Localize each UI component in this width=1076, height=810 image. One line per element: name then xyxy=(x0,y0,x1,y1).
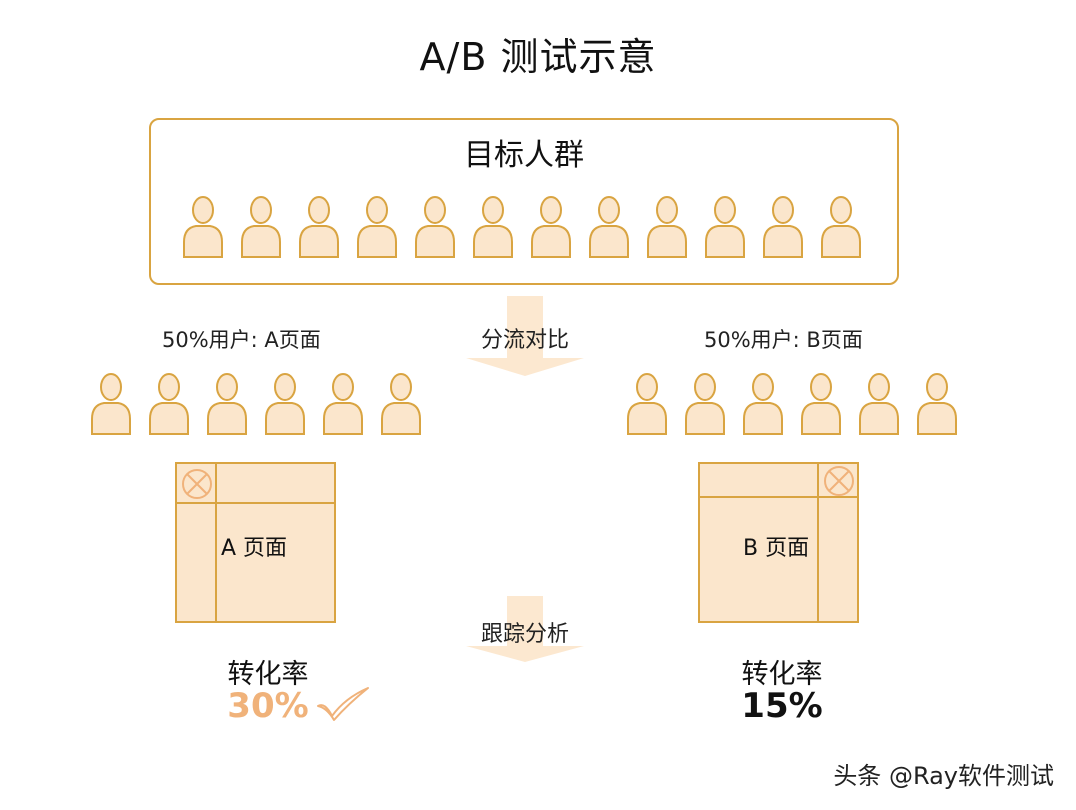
person-icon xyxy=(356,195,398,259)
person-icon xyxy=(380,372,422,436)
person-icon xyxy=(414,195,456,259)
page-b-label: B 页面 xyxy=(743,536,810,561)
page-b-sidebar-divider xyxy=(817,464,819,621)
group-a-label: 50%用户: A页面 xyxy=(162,328,321,352)
watermark: 头条 @Ray软件测试 xyxy=(833,762,1054,790)
person-icon xyxy=(322,372,364,436)
close-icon xyxy=(182,469,212,499)
group-a-people xyxy=(90,372,422,436)
tracking-arrow xyxy=(466,596,584,662)
page-a-label: A 页面 xyxy=(221,536,288,561)
split-arrow xyxy=(466,296,584,376)
person-icon xyxy=(800,372,842,436)
target-group-label: 目标人群 xyxy=(464,138,584,173)
person-icon xyxy=(148,372,190,436)
target-group-people xyxy=(182,195,862,259)
person-icon xyxy=(206,372,248,436)
person-icon xyxy=(704,195,746,259)
group-b-label: 50%用户: B页面 xyxy=(704,328,863,352)
page-a-sidebar-divider xyxy=(215,464,217,621)
group-a-conversion-label: 转化率 xyxy=(227,659,309,690)
person-icon xyxy=(820,195,862,259)
person-icon xyxy=(264,372,306,436)
person-icon xyxy=(762,195,804,259)
person-icon xyxy=(182,195,224,259)
group-b-conversion-label: 转化率 xyxy=(741,659,823,690)
split-label: 分流对比 xyxy=(480,328,569,353)
person-icon xyxy=(472,195,514,259)
page-a-header-divider xyxy=(177,502,334,504)
group-a-conversion-rate: 30% xyxy=(227,686,309,726)
diagram-title: A/B 测试示意 xyxy=(419,35,657,79)
person-icon xyxy=(684,372,726,436)
person-icon xyxy=(858,372,900,436)
page-a-mockup xyxy=(175,462,336,623)
person-icon xyxy=(530,195,572,259)
person-icon xyxy=(240,195,282,259)
page-b-mockup xyxy=(698,462,859,623)
group-b-people xyxy=(626,372,958,436)
person-icon xyxy=(646,195,688,259)
tracking-label: 跟踪分析 xyxy=(480,622,569,647)
person-icon xyxy=(90,372,132,436)
close-icon xyxy=(824,466,854,496)
checkmark-icon xyxy=(317,687,369,721)
person-icon xyxy=(626,372,668,436)
page-b-header-divider xyxy=(700,496,857,498)
person-icon xyxy=(742,372,784,436)
group-b-conversion-rate: 15% xyxy=(741,686,823,726)
person-icon xyxy=(588,195,630,259)
person-icon xyxy=(916,372,958,436)
person-icon xyxy=(298,195,340,259)
